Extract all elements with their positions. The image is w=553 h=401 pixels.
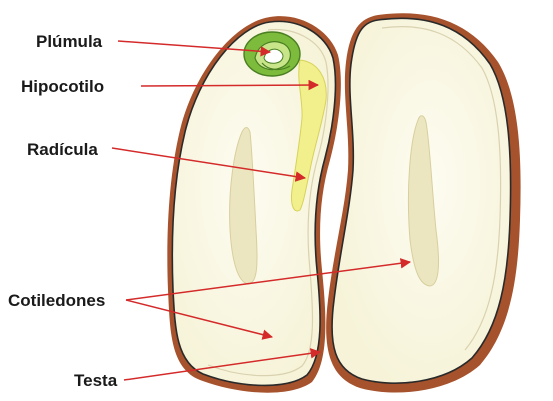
label-plumula: Plúmula [36, 32, 103, 51]
plumule-shape [244, 32, 300, 76]
label-testa: Testa [74, 371, 118, 390]
arrow-hipocotilo [141, 85, 318, 86]
label-radicula: Radícula [27, 140, 98, 159]
label-cotiledones: Cotiledones [8, 291, 105, 310]
right-cotyledon [326, 13, 520, 392]
label-hipocotilo: Hipocotilo [21, 77, 104, 96]
